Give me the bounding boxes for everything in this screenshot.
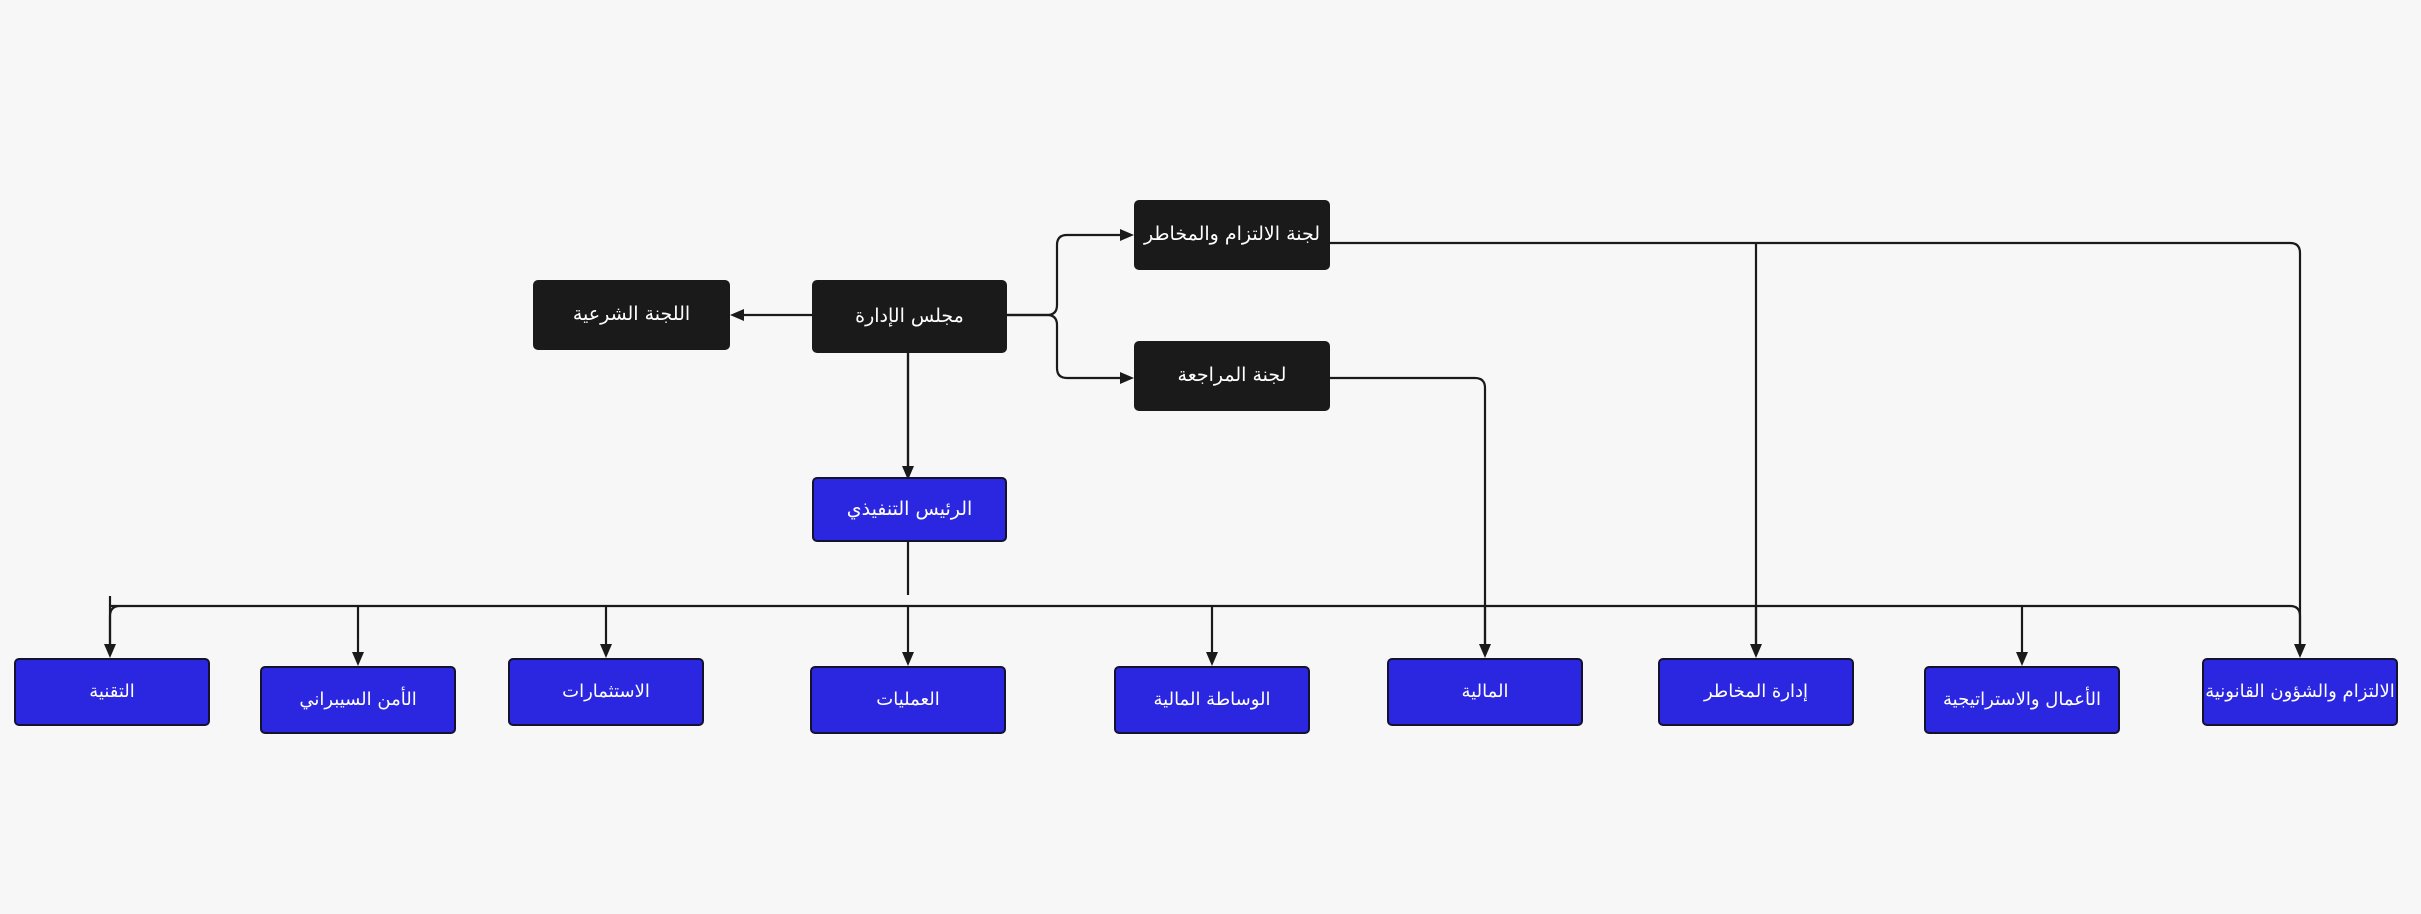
node-label-finance: المالية xyxy=(1461,680,1509,702)
arrowhead-compliance-legal xyxy=(2294,644,2306,658)
node-label-board: مجلس الإدارة xyxy=(855,304,964,327)
edge-drop-compliance-legal xyxy=(2289,604,2302,648)
node-label-cybersecurity: الأمن السيبراني xyxy=(299,688,417,710)
node-compliance-legal[interactable]: الالتزام والشؤون القانونية xyxy=(2202,658,2398,726)
arrowhead-sharia xyxy=(730,309,744,321)
node-cybersecurity[interactable]: الأمن السيبراني xyxy=(260,666,456,734)
node-technology[interactable]: التقنية xyxy=(14,658,210,726)
edge-ceo-bus xyxy=(108,604,2290,645)
node-sharia-committee[interactable]: اللجنة الشرعية xyxy=(533,280,730,350)
arrowhead-investments xyxy=(600,644,612,658)
edge-audit-committee-bus xyxy=(1330,376,1487,653)
node-label-technology: التقنية xyxy=(89,680,135,702)
node-label-ceo: الرئيس التنفيذي xyxy=(846,497,973,520)
arrowhead-cybersecurity xyxy=(352,652,364,666)
edge-risk-committee-bus xyxy=(1330,241,2302,653)
node-business-strategy[interactable]: الأعمال والاستراتيجية xyxy=(1924,666,2120,734)
arrowhead-technology xyxy=(104,644,116,658)
arrowhead-finance xyxy=(1479,644,1491,658)
arrowhead-risk-management xyxy=(1750,644,1762,658)
node-label-compliance-legal: الالتزام والشؤون القانونية xyxy=(2205,680,2395,702)
node-audit-committee[interactable]: لجنة المراجعة xyxy=(1134,341,1330,411)
arrowhead-brokerage xyxy=(1206,652,1218,666)
edge-board-to-compliance-risk xyxy=(1007,233,1124,317)
node-operations[interactable]: العمليات xyxy=(810,666,1006,734)
node-ceo[interactable]: الرئيس التنفيذي xyxy=(812,477,1007,542)
edge-board-to-audit xyxy=(1007,313,1124,380)
node-finance[interactable]: المالية xyxy=(1387,658,1583,726)
node-label-operations: العمليات xyxy=(876,688,940,710)
node-compliance-risk-committee[interactable]: لجنة الالتزام والمخاطر xyxy=(1134,200,1330,270)
node-risk-management[interactable]: إدارة المخاطر xyxy=(1658,658,1854,726)
node-label-compliance-risk-committee: لجنة الالتزام والمخاطر xyxy=(1143,223,1321,246)
node-label-audit-committee: لجنة المراجعة xyxy=(1177,364,1287,387)
arrowhead-compliance-risk xyxy=(1120,229,1134,241)
node-label-business-strategy: الأعمال والاستراتيجية xyxy=(1943,688,2101,710)
arrowhead-operations xyxy=(902,652,914,666)
node-label-brokerage: الوساطة المالية xyxy=(1153,688,1271,710)
node-label-risk-management: إدارة المخاطر xyxy=(1703,680,1809,702)
arrowhead-business-strategy xyxy=(2016,652,2028,666)
node-board[interactable]: مجلس الإدارة xyxy=(812,280,1007,353)
node-brokerage[interactable]: الوساطة المالية xyxy=(1114,666,1310,734)
node-label-sharia-committee: اللجنة الشرعية xyxy=(572,303,691,326)
node-label-investments: الاستثمارات xyxy=(562,680,650,702)
node-investments[interactable]: الاستثمارات xyxy=(508,658,704,726)
arrowhead-audit xyxy=(1120,372,1134,384)
